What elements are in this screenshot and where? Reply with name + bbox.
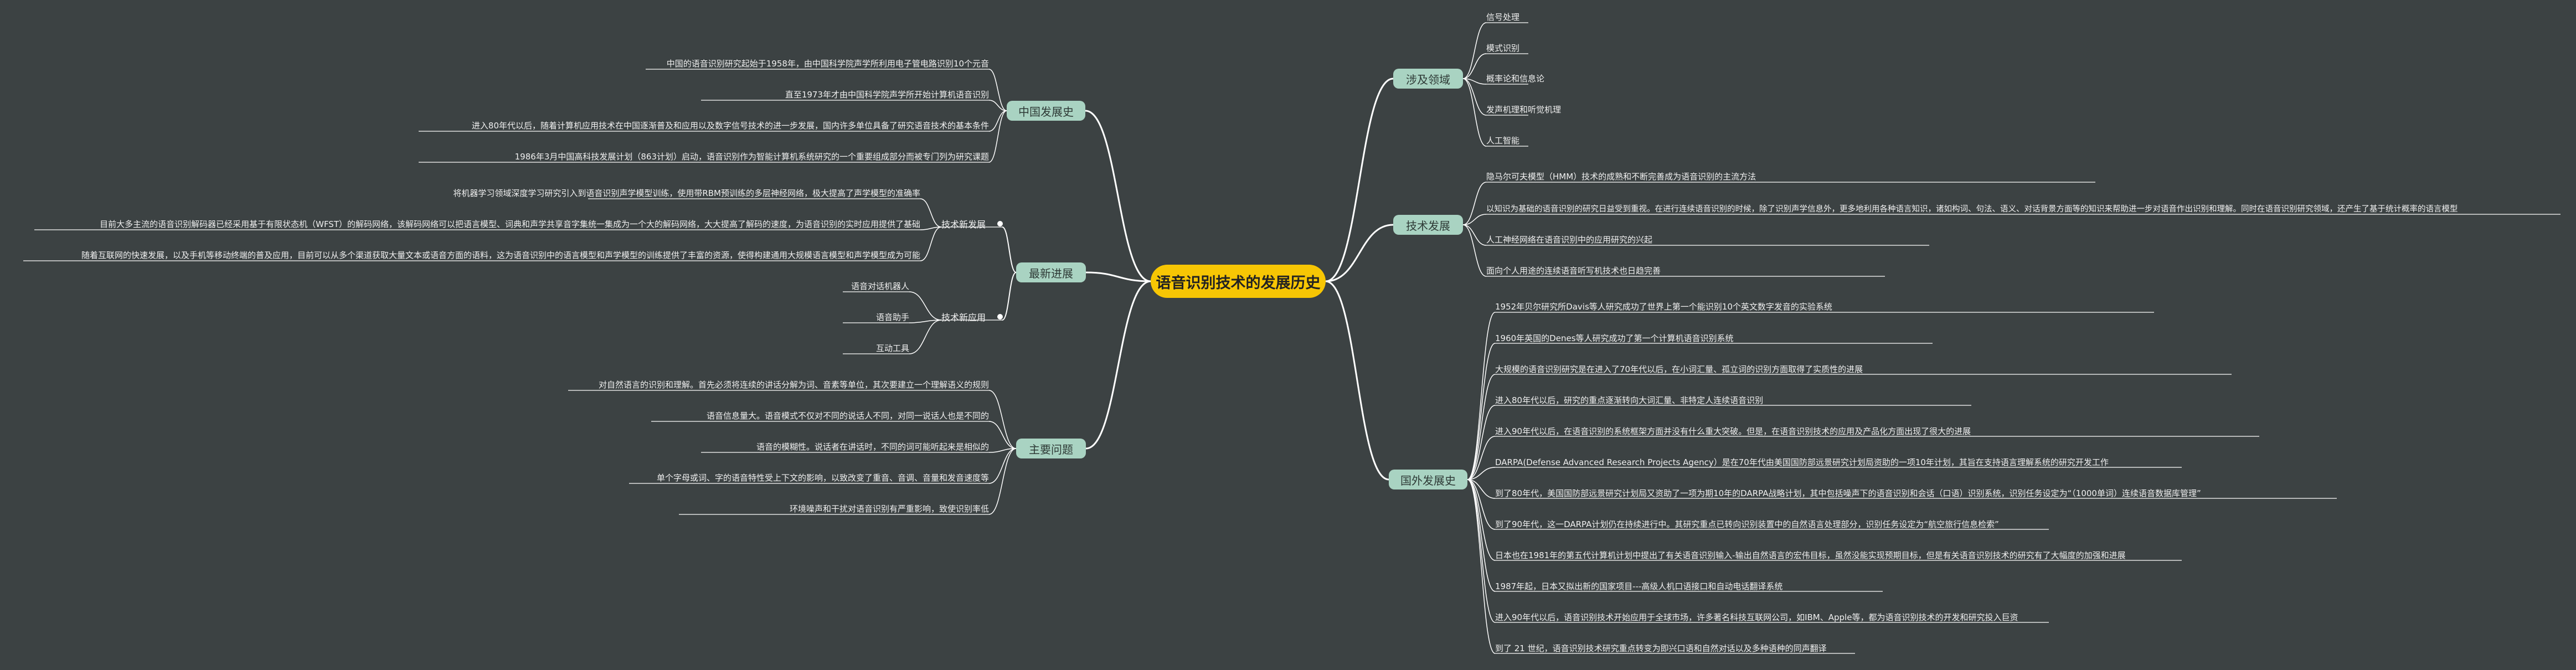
leaf-problem: 环境噪声和干扰对语音识别有严重影响，致使识别率低 [789,504,989,514]
connector-foreign-leaf [1467,374,1496,480]
connector-foreign-leaf [1467,312,1496,480]
connector-foreign-leaf [1467,467,1496,480]
connector-central-tech [1325,224,1394,282]
leaf-foreign-dev: 进入80年代以后，研究的重点逐渐转向大词汇量、非特定人连续语音识别 [1495,395,1764,405]
leaf-foreign-dev: 大规模的语音识别研究是在进入了70年代以后，在小词汇量、孤立词的识别方面取得了实… [1495,364,1863,374]
leaf-app-new: 互动工具 [875,343,909,353]
connector-central-foreign [1325,280,1389,481]
connector-central-china [1085,110,1151,282]
leaf-tech-dev: 人工神经网络在语音识别中的应用研究的兴起 [1486,235,1653,245]
leaf-problem: 单个字母或词、字的语音特性受上下文的影响，以致改变了重音、音调、音量和发音速度等 [656,473,989,483]
connector-latest-app-new [1002,272,1017,321]
leaf-foreign-dev: 到了80年代，美国国防部远景研究计划局又资助了一项为期10年的DARPA战略计划… [1495,488,2201,498]
connector-foreign-leaf [1467,405,1496,480]
connector-tech-leaf [1462,214,1487,225]
leaf-domain: 模式识别 [1486,43,1520,53]
connector-app-new-leaf [909,319,942,354]
leaf-china-dev: 1986年3月中国高科技发展计划（863计划）启动，语音识别作为智能计算机系统研… [514,152,989,162]
connector-problem-leaf [988,421,1017,449]
connector-foreign-leaf [1467,479,1496,561]
connector-china-leaf [988,100,1007,111]
branch-problems[interactable]: 主要问题 [1016,439,1086,458]
connector-tech-new-leaf [920,226,942,230]
leaf-foreign-dev: 到了90年代，这一DARPA计划仍在持续进行中。其研究重点已转向识别装置中的自然… [1495,519,1999,529]
connector-tech-leaf [1462,182,1487,225]
branch-latest[interactable]: 最新进展 [1016,262,1086,282]
leaf-foreign-dev: 1960年英国的Denes等人研究成功了第一个计算机语音识别系统 [1495,333,1734,343]
leaf-problem: 对自然语言的识别和理解。首先必须将连续的讲话分解为词、音素等单位，其次要建立一个… [598,380,989,390]
connector-domain-leaf [1462,78,1487,85]
collapse-dot [997,221,1003,226]
leaf-tech-new: 将机器学习领域深度学习研究引入到语音识别声学模型训练，使用带RBM预训练的多层神… [453,188,920,198]
leaf-domain: 信号处理 [1486,12,1520,22]
connector-domain-leaf [1462,22,1487,79]
branch-china-dev[interactable]: 中国发展史 [1007,101,1085,121]
connector-problem-leaf [988,390,1017,449]
connector-domain-leaf [1462,78,1487,147]
branch-domains[interactable]: 涉及领域 [1393,69,1463,89]
leaf-tech-dev: 隐马尔可夫模型（HMM）技术的成熟和不断完善成为语音识别的主流方法 [1486,172,1756,182]
connector-foreign-leaf [1467,436,1496,480]
leaf-domain: 概率论和信息论 [1486,74,1545,84]
leaf-foreign-dev: 进入90年代以后，在语音识别的系统框架方面并没有什么重大突破。但是，在语音识别技… [1495,426,1971,436]
connector-tech-new-leaf [920,198,942,228]
connector-tech-new-leaf [920,226,942,261]
connector-foreign-leaf [1467,479,1496,592]
connector-china-leaf [988,110,1007,163]
connector-foreign-leaf [1467,479,1496,530]
connector-central-problems [1085,280,1151,450]
connector-tech-leaf [1462,224,1487,246]
connector-app-new-leaf [909,291,942,321]
leaf-foreign-dev: 1952年贝尔研究所Davis等人研究成功了世界上第一个能识别10个英文数字发音… [1495,302,1832,312]
leaf-foreign-dev: DARPA(Defense Advanced Research Projects… [1495,457,2109,467]
leaf-tech-dev: 面向个人用途的连续语音听写机技术也日趋完善 [1486,266,1661,276]
connector-china-leaf [988,110,1007,132]
leaf-china-dev: 中国的语音识别研究起始于1958年，由中国科学院声学所利用电子管电路识别10个元… [666,59,989,69]
leaf-tech-dev: 以知识为基础的语音识别的研究日益受到重视。在进行连续语音识别的时候，除了识别声学… [1486,205,2458,214]
branch-foreign-dev[interactable]: 国外发展史 [1389,470,1467,489]
sub-app-new[interactable]: 技术新应用 [941,312,986,323]
connector-foreign-leaf [1467,479,1496,654]
connector-latest-tech-new [1002,226,1017,273]
collapse-dot [997,314,1003,319]
leaf-problem: 语音的模糊性。说话者在讲话时，不同的词可能听起来是相似的 [756,442,989,452]
connector-domain-leaf [1462,53,1487,79]
connector-domain-leaf [1462,78,1487,116]
leaf-foreign-dev: 1987年起，日本又拟出新的国家项目---高级人机口语接口和自动电话翻译系统 [1495,581,1783,591]
leaf-tech-new: 随着互联网的快速发展，以及手机等移动终端的普及应用，目前可以从多个渠道获取大量文… [81,250,920,260]
connector-central-latest [1085,271,1151,282]
sub-tech-new[interactable]: 技术新发展 [941,219,986,230]
connector-app-new-leaf [909,319,942,323]
branch-tech-dev[interactable]: 技术发展 [1393,215,1463,235]
connector-china-leaf [988,69,1007,111]
connector-problem-leaf [988,448,1017,484]
central-topic[interactable]: 语音识别技术的发展历史 [1151,265,1326,298]
leaf-domain: 人工智能 [1486,136,1520,146]
connector-foreign-leaf [1467,343,1496,480]
leaf-china-dev: 直至1973年才由中国科学院声学所开始计算机语音识别 [785,90,989,100]
leaf-domain: 发声机理和听觉机理 [1486,105,1562,115]
leaf-app-new: 语音助手 [875,312,909,322]
connector-foreign-leaf [1467,479,1496,499]
connector-problem-leaf [988,448,1017,453]
leaf-tech-new: 目前大多主流的语音识别解码器已经采用基于有限状态机（WFST）的解码网络，该解码… [100,219,920,229]
connector-central-domains [1325,78,1394,282]
leaf-foreign-dev: 日本也在1981年的第五代计算机计划中提出了有关语音识别输入-输出自然语言的宏伟… [1495,550,2126,560]
leaf-china-dev: 进入80年代以后，随着计算机应用技术在中国逐渐普及和应用以及数字信号技术的进一步… [471,121,989,131]
leaf-foreign-dev: 进入90年代以后，语音识别技术开始应用于全球市场，许多著名科技互联网公司，如IB… [1495,612,2018,622]
leaf-app-new: 语音对话机器人 [851,281,909,291]
connector-problem-leaf [988,448,1017,515]
leaf-problem: 语音信息量大。语音模式不仅对不同的说话人不同，对同一说话人也是不同的 [706,411,989,421]
leaf-foreign-dev: 到了 21 世纪，语音识别技术研究重点转变为即兴口语和自然对话以及多种语种的同声… [1495,643,1827,653]
connector-foreign-leaf [1467,479,1496,623]
connector-tech-leaf [1462,224,1487,277]
